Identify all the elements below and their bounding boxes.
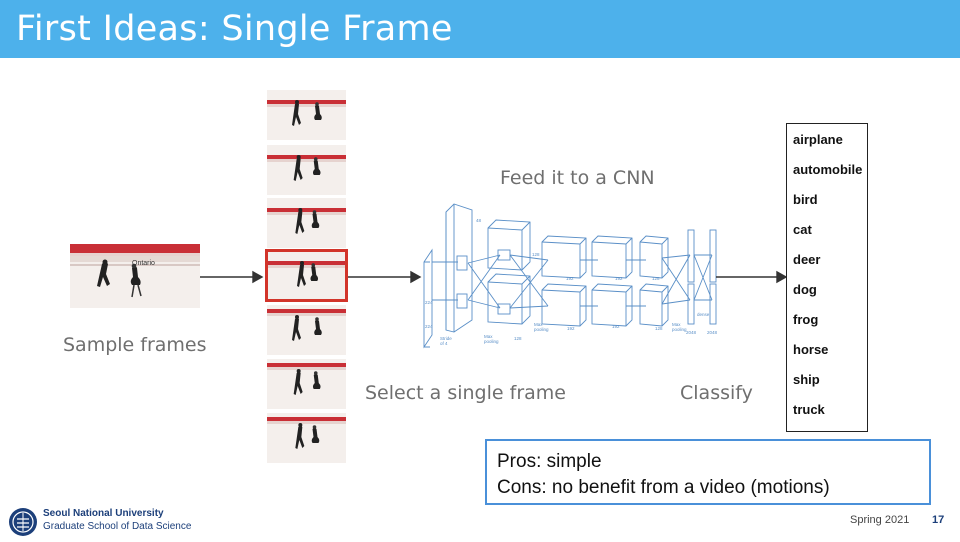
svg-text:192: 192 [566,276,574,281]
class-label: deer [793,252,821,267]
svg-text:pooling: pooling [534,327,549,332]
video-frame-thumbnail [267,413,346,463]
label-feed-cnn: Feed it to a CNN [500,167,655,189]
slide-title: First Ideas: Single Frame [16,9,453,49]
svg-text:224: 224 [425,300,433,305]
school-name: Graduate School of Data Science [43,521,192,532]
university-logo [7,507,39,542]
svg-text:Max: Max [534,322,543,327]
page-number: 17 [932,514,945,526]
class-label: automobile [793,162,863,177]
video-frame-thumbnail [267,145,346,195]
label-sample-frames: Sample frames [63,334,207,356]
frame-overlay-text: Ontario [132,260,155,267]
svg-text:pooling: pooling [484,339,499,344]
selected-frame-highlight [265,249,348,302]
video-frame-thumbnail [267,305,346,355]
pros-text: Pros: simple [497,451,602,472]
class-label: cat [793,222,812,237]
label-select-frame: Select a single frame [365,382,566,404]
svg-text:of 4: of 4 [440,341,448,346]
svg-text:pooling: pooling [672,327,687,332]
svg-text:224: 224 [425,324,433,329]
video-frame-thumbnail [267,359,346,409]
title-bar: First Ideas: Single Frame [0,0,960,58]
video-frame-thumbnail [267,198,346,248]
class-label: horse [793,342,829,357]
svg-text:128: 128 [655,326,663,331]
svg-text:48: 48 [476,218,482,223]
class-label: frog [793,312,819,327]
svg-text:Max: Max [484,334,493,339]
class-label: dog [793,282,817,297]
class-label: bird [793,192,818,207]
class-label: ship [793,372,820,387]
svg-text:dense: dense [697,312,710,317]
class-list: airplane automobile bird cat deer dog fr… [786,123,868,432]
video-frame-thumbnail [267,90,346,140]
university-name: Seoul National University [43,508,164,519]
svg-text:128: 128 [514,336,522,341]
svg-text:128: 128 [652,276,660,281]
svg-text:192: 192 [567,326,575,331]
svg-text:2048: 2048 [686,330,697,335]
svg-text:2048: 2048 [707,330,718,335]
svg-text:Stride: Stride [440,336,452,341]
cons-text: Cons: no benefit from a video (motions) [497,477,830,498]
video-frame-thumbnail [267,251,346,301]
class-label: airplane [793,132,843,147]
svg-text:Max: Max [672,322,681,327]
label-classify: Classify [680,382,753,404]
class-label: truck [793,402,825,417]
video-frame-image: Ontario [70,244,200,308]
pros-cons-box: Pros: simple Cons: no benefit from a vid… [485,439,931,505]
semester-label: Spring 2021 [850,514,910,526]
svg-text:128: 128 [532,252,540,257]
svg-text:192: 192 [612,324,620,329]
svg-text:192: 192 [615,276,623,281]
